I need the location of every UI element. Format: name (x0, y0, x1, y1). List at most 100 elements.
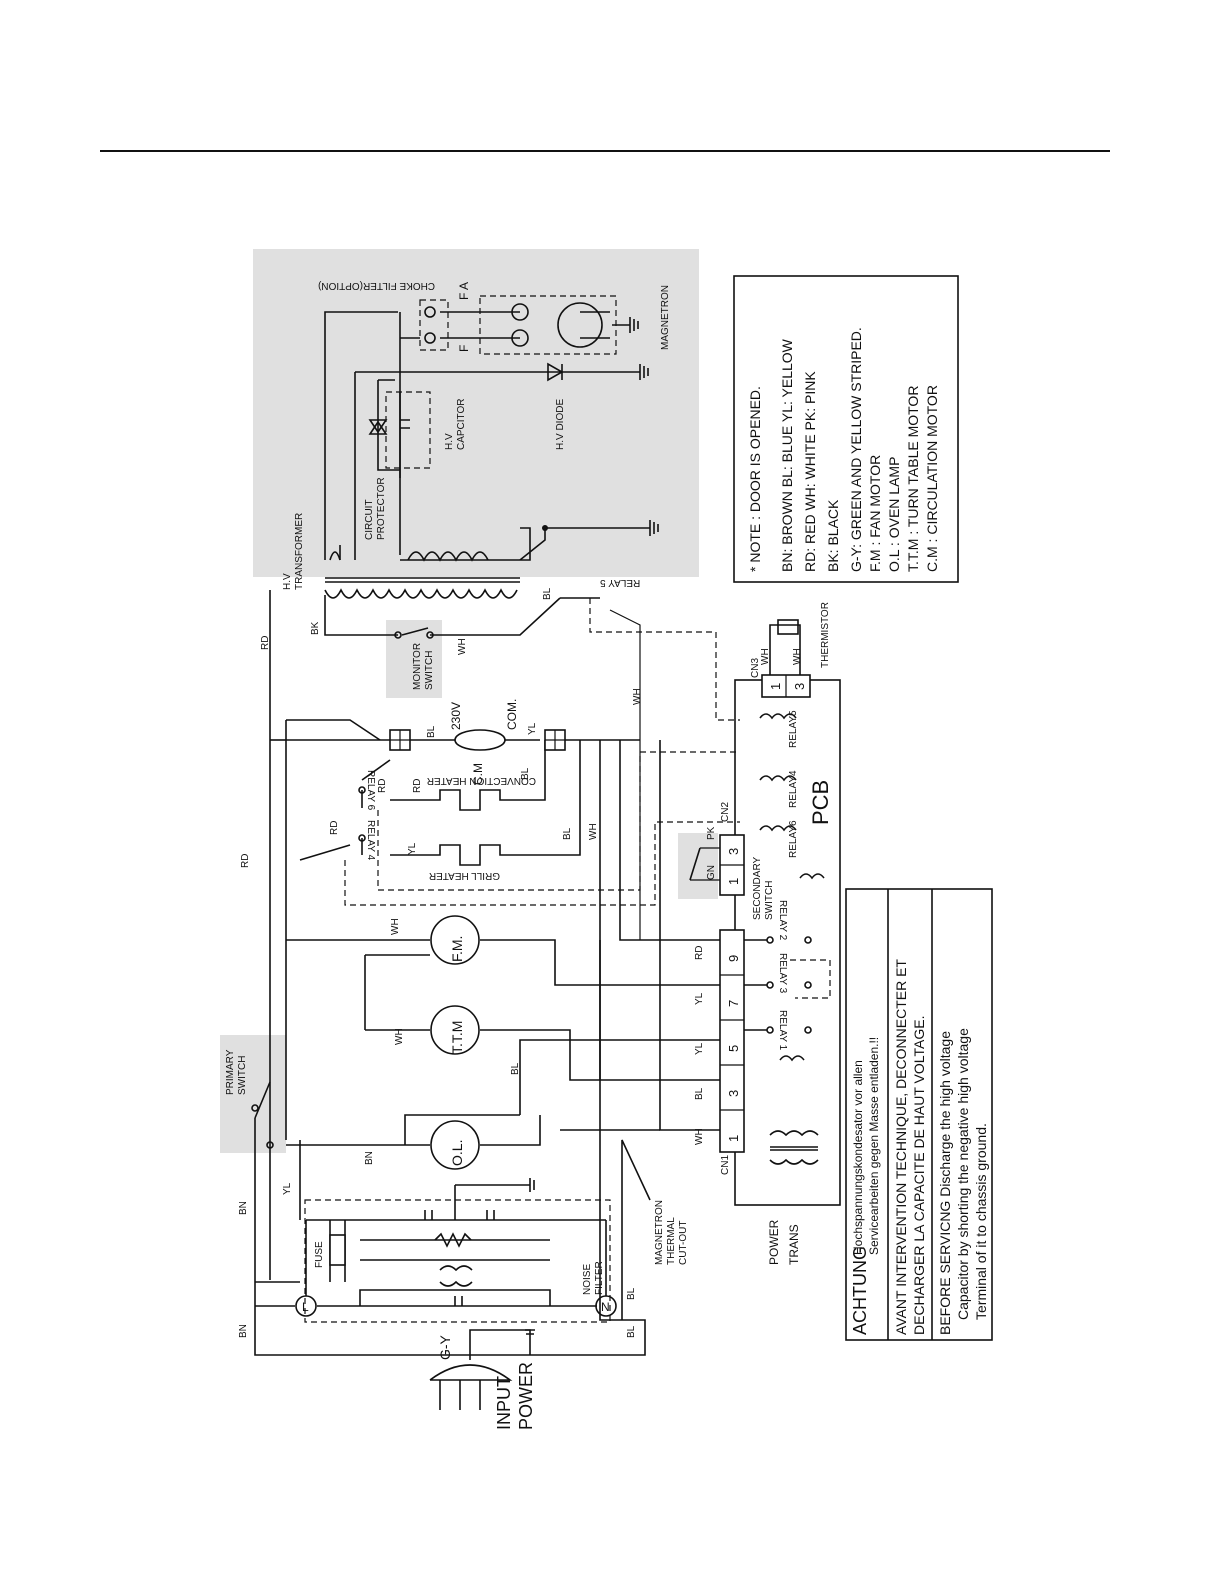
choke-filter-label: CHOKE FILTER(OPTION) (318, 280, 435, 291)
wire-tag-wh-4: WH (792, 648, 803, 665)
hv-capacitor-label: H.VCAPCITOR (444, 399, 467, 451)
pcb-relay4-label: RELAY4 (788, 770, 799, 808)
cn3-label: CN3 (750, 658, 761, 678)
wire-tag-yl-5: YL (282, 1182, 293, 1195)
note-box (733, 275, 959, 583)
wire-tag-wh-1: WH (457, 638, 468, 655)
wire-tag-bl-4: BL (562, 827, 573, 840)
before-line-3: Terminal of it to chassis ground. (973, 1123, 989, 1320)
note-line-3: BK: BLACK (825, 499, 841, 572)
gy-label: G-Y (437, 1334, 453, 1360)
wire-tag-wh-5: WH (588, 823, 599, 840)
relay5-top-label: RELAY 5 (600, 577, 641, 588)
wire-tag-yl-3: YL (694, 992, 705, 1005)
hv-section-shade (253, 249, 699, 577)
wire-tag-bl-5: BL (694, 1087, 705, 1100)
wire-tag-wh-8: WH (394, 1028, 405, 1045)
achtung-title: ACHTUNG (850, 1246, 870, 1335)
cn2-pin-3: 3 (726, 848, 741, 855)
relay1-label: RELAY 1 (777, 1010, 788, 1051)
note-text: * NOTE : DOOR IS OPENED. BN: BROWN BL: B… (747, 327, 940, 572)
transformer-primary (324, 577, 740, 940)
note-line-6: O.L : OVEN LAMP (886, 457, 902, 572)
cn1-pin-1: 1 (726, 1135, 741, 1142)
cn2-label: CN2 (720, 802, 731, 822)
cn3-pin-3: 3 (792, 683, 807, 690)
wire-tag-rd-1: RD (260, 636, 271, 650)
cn3-pin-1: 1 (768, 683, 783, 690)
fuse-label: FUSE (314, 1241, 325, 1268)
cn1-pin-9: 9 (726, 955, 741, 962)
wire-tag-rd-4: RD (329, 821, 340, 835)
wire-tag-rd-2: RD (377, 779, 388, 793)
noise-filter-label: NOISEFILTER (582, 1261, 605, 1295)
f-label: F (457, 345, 471, 352)
wire-tag-wh-2: WH (632, 688, 643, 705)
l-label: L (302, 1300, 309, 1314)
hv-diode-label: H.V DIODE (555, 399, 566, 450)
achtung-line-2: Servicearbeiten gegen Masse entladen.!! (867, 1037, 881, 1255)
note-line-5: F.M : FAN MOTOR (867, 455, 883, 572)
cn1-pin-3: 3 (726, 1090, 741, 1097)
avant-line-2: DECHARGER LA CAPACITE DE HAUT VOLTAGE. (911, 1016, 927, 1335)
noise-filter (254, 1178, 646, 1410)
wire-tag-bl-7: BL (626, 1287, 637, 1300)
circuit-protector-label: CIRCUITPROTECTOR (364, 477, 387, 540)
pcb-relay6-label: RELAY6 (788, 820, 799, 858)
wire-tag-wh-3: WH (760, 648, 771, 665)
wire-tag-bn-2: BN (238, 1201, 249, 1215)
thermistor-label: THERMISTOR (820, 602, 831, 668)
primary-switch-shade (220, 1035, 286, 1153)
hv-circuit (324, 295, 659, 562)
fan-motor-label: F.M. (449, 936, 465, 962)
hv-transformer-label: H.VTRANSFORMER (282, 513, 305, 590)
230v-label: 230V (449, 702, 463, 730)
wire-tag-bl-3: BL (520, 767, 531, 780)
turntable-motor-label: T.T.M (449, 1021, 465, 1054)
main-wiring (251, 590, 831, 1321)
secondary-switch-shade (678, 833, 718, 899)
oven-lamp-label: O.L. (449, 1140, 465, 1166)
pcb-board (719, 619, 841, 1206)
note-line-2: RD: RED WH: WHITE PK: PINK (802, 371, 818, 572)
fa-label: F A (457, 282, 471, 300)
note-line-8: C.M : CIRCULATION MOTOR (924, 385, 940, 572)
wire-tag-yl-1: YL (527, 722, 538, 735)
wire-tag-bn-3: BN (238, 1324, 249, 1338)
wire-tag-bl-8: BL (626, 1325, 637, 1338)
wire-tag-bl-1: BL (542, 587, 553, 600)
convection-heater-label: CONVECTION HEATER (427, 775, 536, 786)
avant-line-1: AVANT INTERVENTION TECHNIQUE, DECONNECTE… (893, 959, 909, 1335)
wire-tag-bn-1: BN (364, 1151, 375, 1165)
cn1-pin-5: 5 (726, 1045, 741, 1052)
monitor-switch-label: MONITORSWITCH (412, 643, 435, 690)
warning-box (845, 888, 993, 1341)
wire-color-tags: RD BK BL WH WH WH WH BL YL RD RD BL RD Y… (238, 587, 803, 1338)
magnetron-cutout-label: MAGNETRONTHERMALCUT-OUT (654, 1200, 689, 1265)
wire-tag-pk: PK (706, 826, 717, 840)
relay2-label: RELAY 2 (777, 900, 788, 941)
before-line-1: BEFORE SERVICNG Discharge the high volta… (937, 1031, 953, 1335)
note-line-1: BN: BROWN BL: BLUE YL: YELLOW (779, 338, 795, 572)
achtung-line-1: Hochspannungskondesator vor allen (851, 1060, 865, 1255)
note-line-7: T.T.M : TURN TABLE MOTOR (905, 386, 921, 572)
pcb-relay5-label: RELAY5 (788, 710, 799, 748)
wire-tag-bl-2: BL (426, 725, 437, 738)
note-line-4: G-Y: GREEN AND YELLOW STRIPED. (848, 327, 864, 572)
wire-tag-yl-4: YL (694, 1042, 705, 1055)
wire-tag-wh-7: WH (694, 1128, 705, 1145)
cn2-pin-1: 1 (726, 878, 741, 885)
wire-tag-wh-6: WH (390, 918, 401, 935)
wire-tag-rd-6: RD (694, 946, 705, 960)
cn1-pin-7: 7 (726, 1000, 741, 1007)
secondary-switch-label: SECONDARYSWITCH (752, 857, 775, 920)
wire-tag-bk: BK (310, 621, 321, 635)
cm-label: C.M (471, 763, 485, 785)
pcb-label: PCB (808, 780, 833, 825)
wire-tag-rd-3: RD (412, 779, 423, 793)
relay6-label: RELAY 6 (365, 770, 376, 811)
com-label: COM. (505, 699, 519, 730)
